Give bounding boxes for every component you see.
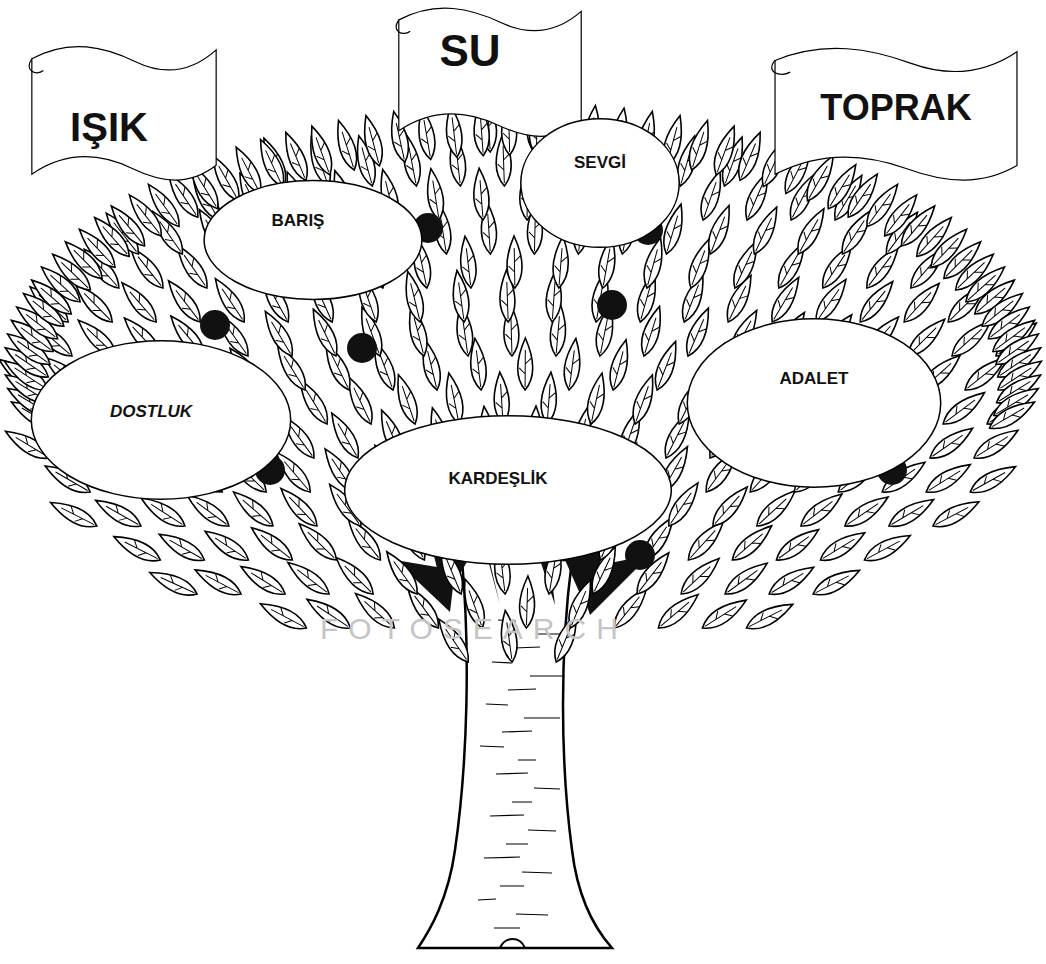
leaf <box>111 530 164 567</box>
leaf <box>247 522 297 566</box>
leaf <box>606 338 633 392</box>
leaf <box>257 597 310 635</box>
leaf <box>676 553 724 599</box>
value-label: KARDEŞLİK <box>448 470 547 489</box>
leaf <box>885 493 937 532</box>
leaf <box>254 136 290 189</box>
leaf <box>192 563 245 600</box>
leaf <box>986 395 1038 434</box>
watermark: FOTOSEARCH <box>320 612 628 646</box>
ellipse-outline <box>203 180 423 300</box>
fruit <box>625 540 655 570</box>
leaf <box>441 372 466 426</box>
root <box>500 939 525 948</box>
value-ellipse: SEVGİ <box>520 118 680 248</box>
leaf <box>279 130 313 184</box>
leaf <box>922 458 974 498</box>
leaf <box>359 114 387 168</box>
leaf <box>305 124 337 178</box>
leaf <box>752 485 800 531</box>
leaf <box>899 278 945 327</box>
leaf <box>939 387 990 430</box>
value-label: DOSTLUK <box>110 403 192 422</box>
leaf <box>584 372 610 426</box>
leaf <box>721 557 772 600</box>
leaf <box>796 488 846 532</box>
value-ellipse: BARIŞ <box>203 180 423 300</box>
leaf <box>772 524 823 567</box>
leaf <box>551 236 570 289</box>
banner: IŞIK <box>28 38 220 186</box>
bark <box>478 620 568 928</box>
leaf <box>743 598 796 635</box>
leaf <box>47 496 100 533</box>
leaf <box>229 486 278 531</box>
leaf <box>325 409 364 461</box>
leaf <box>156 528 209 567</box>
fruit <box>200 310 230 340</box>
leaf <box>562 337 584 391</box>
leaf <box>650 339 683 393</box>
leaf <box>147 566 201 601</box>
ellipse-outline <box>343 415 673 565</box>
value-ellipse: ADALET <box>686 318 942 488</box>
fruit <box>347 333 377 363</box>
leaf <box>331 118 361 172</box>
fruit <box>597 290 627 320</box>
leaf <box>518 338 533 390</box>
leaf <box>810 564 863 601</box>
leaf <box>294 518 342 565</box>
tree <box>0 100 1046 948</box>
leaf <box>540 372 559 425</box>
leaf <box>967 460 1020 498</box>
banner: TOPRAK <box>770 40 1022 186</box>
leaf <box>391 372 422 426</box>
leaf <box>283 556 333 599</box>
leaf <box>685 118 715 172</box>
leaf <box>698 594 750 635</box>
leaf <box>331 552 379 599</box>
leaf <box>201 525 253 566</box>
ellipse-outline <box>686 318 942 488</box>
leaf <box>929 495 982 533</box>
banner: SU <box>395 0 585 142</box>
ellipse-outline <box>520 118 680 248</box>
value-ellipse: KARDEŞLİK <box>343 415 673 565</box>
leaf <box>276 483 323 531</box>
leaf <box>709 124 741 178</box>
banner-label: TOPRAK <box>820 88 971 128</box>
leaf <box>861 529 914 567</box>
banner-label: IŞIK <box>70 105 148 149</box>
value-label: BARIŞ <box>272 212 325 231</box>
leaf <box>654 589 703 634</box>
leaf <box>506 236 522 288</box>
leaf <box>841 491 893 532</box>
leaf <box>472 168 491 221</box>
leaf <box>970 424 1022 464</box>
leaf <box>92 494 145 533</box>
value-ellipse: DOSTLUK <box>30 340 292 500</box>
leaf <box>765 561 817 601</box>
leaf <box>458 235 479 288</box>
banner-label: SU <box>439 27 500 75</box>
value-label: ADALET <box>780 370 849 389</box>
leaves <box>0 100 1046 667</box>
leaf <box>727 520 776 565</box>
leaf <box>816 526 868 566</box>
value-label: SEVGİ <box>574 154 626 173</box>
leaf <box>237 560 289 600</box>
